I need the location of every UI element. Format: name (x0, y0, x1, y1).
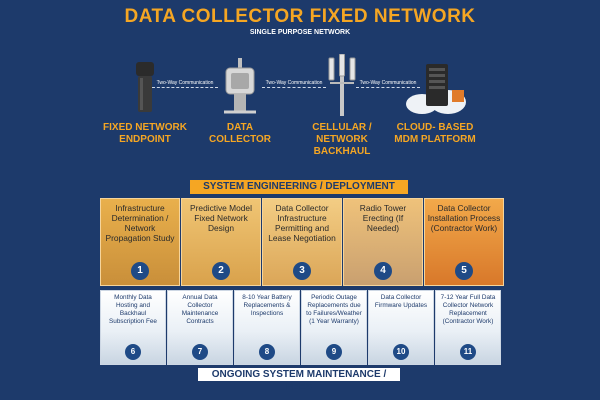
node-label: DATA COLLECTOR (208, 122, 272, 145)
step-number: 8 (259, 344, 275, 360)
link-line (262, 87, 326, 88)
step-text: 8-10 Year Battery Replacements & Inspect… (242, 294, 292, 317)
step-number: 7 (192, 344, 208, 360)
node-label: FIXED NETWORK ENDPOINT (103, 122, 187, 145)
step-number: 3 (293, 262, 311, 280)
link-line (356, 87, 420, 88)
step-number: 6 (125, 344, 141, 360)
page-subtitle: SINGLE PURPOSE NETWORK (249, 29, 351, 36)
maintenance-step-10: Data Collector Firmware Updates 10 (368, 290, 434, 365)
step-number: 10 (393, 344, 409, 360)
maintenance-step-8: 8-10 Year Battery Replacements & Inspect… (234, 290, 300, 365)
step-number: 4 (374, 262, 392, 280)
step-text: Monthly Data Hosting and Backhaul Subscr… (109, 294, 157, 325)
step-number: 5 (455, 262, 473, 280)
deployment-step-4: Radio Tower Erecting (If Needed) 4 (343, 198, 423, 286)
node-label: CELLULAR / NETWORK BACKHAUL (312, 122, 372, 157)
node-mdm-platform: CLOUD- BASED MDM PLATFORM (380, 54, 490, 146)
data-collector-icon (185, 54, 295, 116)
link-line (152, 87, 218, 88)
deployment-step-1: Infrastructure Determination / Network P… (100, 198, 180, 286)
maintenance-step-7: Annual Data Collector Maintenance Contra… (167, 290, 233, 365)
deployment-banner: SYSTEM ENGINEERING / DEPLOYMENT (190, 180, 408, 194)
step-text: Predictive Model Fixed Network Design (190, 203, 252, 233)
deployment-step-3: Data Collector Infrastructure Permitting… (262, 198, 342, 286)
deployment-step-5: Data Collector Installation Process (Con… (424, 198, 504, 286)
step-text: Data Collector Firmware Updates (374, 294, 428, 309)
link-label: Two-Way Communication (156, 80, 214, 86)
step-number: 1 (131, 262, 149, 280)
node-label: CLOUD- BASED MDM PLATFORM (394, 122, 476, 145)
link-backhaul-mdm: Two-Way Communication (356, 80, 420, 92)
step-text: Data Collector Infrastructure Permitting… (268, 203, 336, 243)
cell-tower-icon (287, 54, 397, 116)
meter-endpoint-icon (90, 54, 200, 116)
step-text: Annual Data Collector Maintenance Contra… (181, 294, 219, 325)
deployment-step-2: Predictive Model Fixed Network Design 2 (181, 198, 261, 286)
step-text: Infrastructure Determination / Network P… (105, 203, 175, 243)
maintenance-step-11: 7-12 Year Full Data Collector Network Re… (435, 290, 501, 365)
step-number: 2 (212, 262, 230, 280)
link-label: Two-Way Communication (265, 80, 323, 86)
link-endpoint-collector: Two-Way Communication (152, 80, 218, 92)
step-number: 11 (460, 344, 476, 360)
node-backhaul: CELLULAR / NETWORK BACKHAUL (287, 54, 397, 158)
step-number: 9 (326, 344, 342, 360)
maintenance-step-6: Monthly Data Hosting and Backhaul Subscr… (100, 290, 166, 365)
step-text: 7-12 Year Full Data Collector Network Re… (440, 294, 496, 325)
maintenance-banner: ONGOING SYSTEM MAINTENANCE / FEES (198, 368, 400, 393)
node-endpoint: FIXED NETWORK ENDPOINT (90, 54, 200, 146)
step-text: Radio Tower Erecting (If Needed) (359, 203, 407, 233)
page-title: DATA COLLECTOR FIXED NETWORK (124, 6, 476, 27)
step-text: Data Collector Installation Process (Con… (427, 203, 501, 233)
link-collector-backhaul: Two-Way Communication (262, 80, 326, 92)
maintenance-step-9: Periodic Outage Replacements due to Fail… (301, 290, 367, 365)
link-label: Two-Way Communication (359, 80, 417, 86)
cloud-server-icon (380, 54, 490, 116)
step-text: Periodic Outage Replacements due to Fail… (306, 294, 362, 325)
node-data-collector: DATA COLLECTOR (185, 54, 295, 146)
